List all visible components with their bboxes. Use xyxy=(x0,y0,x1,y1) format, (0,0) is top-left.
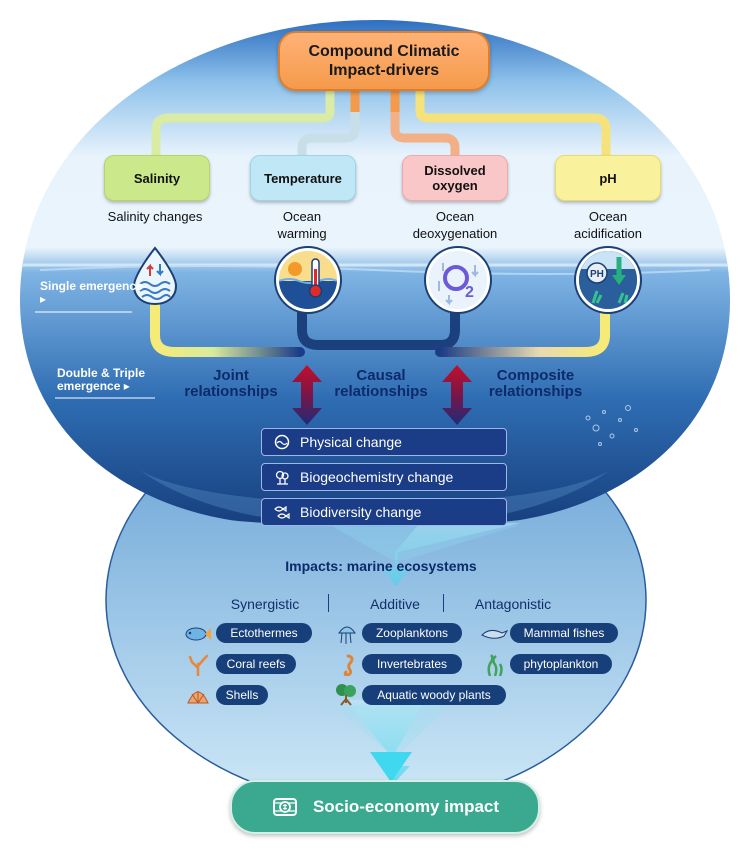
seahorse-icon xyxy=(334,654,360,677)
socio-economy-impact-box: Socio-economy impact xyxy=(230,780,540,834)
column-divider xyxy=(328,594,329,612)
thermometer-icon xyxy=(276,248,340,312)
ph-icon: PH xyxy=(576,248,640,312)
antagonistic-heading: Antagonistic xyxy=(474,596,552,612)
driver-dissolved-oxygen: Dissolved oxygen xyxy=(402,155,508,201)
biogeochemistry-change-box: Biogeochemistry change xyxy=(261,463,507,491)
invertebrates-pill: Invertebrates xyxy=(362,654,462,674)
driver-salinity: Salinity xyxy=(104,155,210,201)
water-drop-icon xyxy=(130,246,180,306)
shell-icon xyxy=(185,685,211,707)
svg-text:PH: PH xyxy=(590,269,604,280)
double-triple-emergence-label: Double & Triple emergence ▸ xyxy=(57,366,146,393)
coral-icon xyxy=(185,654,211,678)
seaweed-icon xyxy=(482,654,508,677)
coral-reefs-pill: Coral reefs xyxy=(216,654,296,674)
ph-description: Ocean acidification xyxy=(574,209,642,241)
biodiversity-change-box: Biodiversity change xyxy=(261,498,507,526)
o2-icon: 2 xyxy=(426,248,490,312)
fish-icon xyxy=(183,623,211,645)
composite-relationships-label: Composite relationships xyxy=(488,367,583,400)
phytoplankton-pill: phytoplankton xyxy=(510,654,612,674)
causal-relationships-label: Causal relationships xyxy=(334,367,428,400)
synergistic-heading: Synergistic xyxy=(230,596,300,612)
driver-ph: pH xyxy=(555,155,661,201)
impacts-title: Impacts: marine ecosystems xyxy=(285,558,477,574)
mammal-fishes-pill: Mammal fishes xyxy=(510,623,618,643)
tree-icon xyxy=(272,467,292,487)
mangrove-icon xyxy=(333,683,359,706)
additive-heading: Additive xyxy=(370,596,420,612)
fish-icon xyxy=(272,502,292,522)
jellyfish-icon xyxy=(334,623,360,645)
oxygen-description: Ocean deoxygenation xyxy=(412,209,498,241)
dolphin-icon xyxy=(480,623,509,645)
driver-temperature: Temperature xyxy=(250,155,356,201)
shells-pill: Shells xyxy=(216,685,268,705)
single-emergence-label: Single emergence ▸ xyxy=(40,279,143,306)
column-divider xyxy=(443,594,444,612)
aquatic-woody-plants-pill: Aquatic woody plants xyxy=(362,685,506,705)
temperature-description: Ocean warming xyxy=(277,209,327,241)
wave-circle-icon xyxy=(272,432,292,452)
ectothermes-pill: Ectothermes xyxy=(216,623,312,643)
compound-drivers-title: Compound Climatic Impact-drivers xyxy=(278,31,490,91)
zooplanktons-pill: Zooplanktons xyxy=(362,623,462,643)
svg-text:2: 2 xyxy=(465,284,474,301)
joint-relationships-label: Joint relationships xyxy=(184,367,278,400)
physical-change-box: Physical change xyxy=(261,428,507,456)
money-icon xyxy=(271,793,299,821)
salinity-description: Salinity changes xyxy=(107,209,203,224)
